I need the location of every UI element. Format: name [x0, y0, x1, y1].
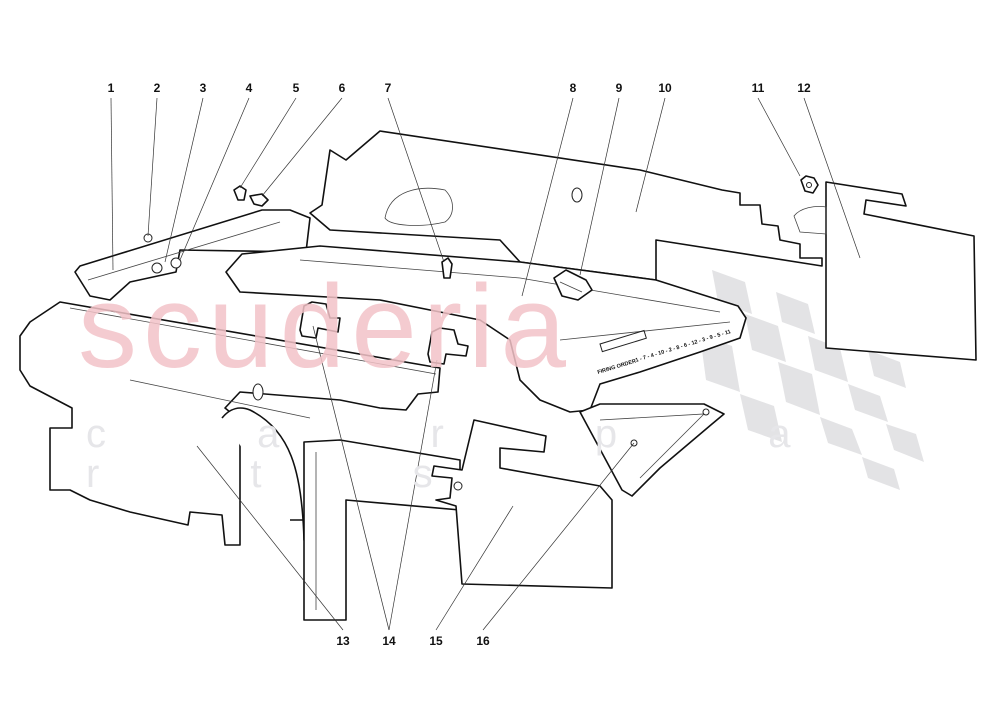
callout-12: 12 — [797, 81, 811, 95]
callout-8: 8 — [569, 81, 577, 95]
part-15-right-panel — [431, 419, 613, 589]
callout-4: 4 — [245, 81, 253, 95]
watermark-scuderia: scuderia — [78, 261, 573, 393]
part-11-grommet — [800, 175, 819, 194]
callout-3: 3 — [199, 81, 207, 95]
part-8-engine-cover: FIRING ORDER 1 - 7 - 4 - 10 - 2 - 8 - 6 … — [225, 245, 747, 413]
checkered-flag-watermark — [700, 270, 924, 490]
callout-13: 13 — [336, 634, 350, 648]
callout-1: 1 — [107, 81, 115, 95]
part-14-bracket-b — [427, 327, 469, 365]
callout-11: 11 — [751, 81, 765, 95]
watermark-car-parts: c a r p a r t s — [86, 412, 861, 496]
part-5-clip — [233, 185, 247, 201]
callout-16: 16 — [476, 634, 490, 648]
callout-14: 14 — [382, 634, 396, 648]
part-6-bolt — [249, 193, 269, 207]
leader-lines — [110, 97, 861, 631]
callout-10: 10 — [658, 81, 672, 95]
callout-2: 2 — [153, 81, 161, 95]
part-1-left-rail — [74, 209, 311, 301]
callout-5: 5 — [292, 81, 300, 95]
part-12-side-bracket — [793, 181, 977, 361]
part-16-support-bracket — [579, 403, 725, 497]
callout-7: 7 — [384, 81, 392, 95]
part-13-left-panel — [19, 301, 441, 546]
part-9-connector — [553, 269, 593, 301]
callout-9: 9 — [615, 81, 623, 95]
callout-6: 6 — [338, 81, 346, 95]
part-7-fastener — [441, 257, 453, 279]
part-14-bracket-a — [299, 301, 341, 339]
callout-15: 15 — [429, 634, 443, 648]
part-inner-frame — [303, 439, 461, 621]
